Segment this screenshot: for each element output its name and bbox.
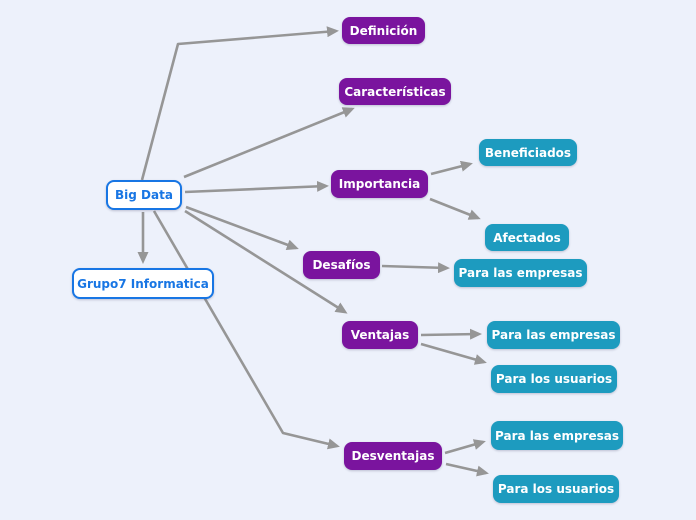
node-label: Beneficiados — [484, 145, 572, 160]
node-label: Importancia — [338, 177, 421, 191]
node-label: Características — [344, 84, 446, 99]
edge-desventajas-usuarios — [445, 462, 489, 477]
edge-desafios-empresas — [381, 262, 450, 274]
node-label: Para los usuarios — [495, 372, 613, 386]
node-label: Definición — [349, 23, 418, 38]
node-beneficiados[interactable]: Beneficiados — [479, 139, 577, 166]
node-label: Ventajas — [350, 328, 410, 342]
edge-bigdata-desventajas — [152, 210, 340, 450]
node-desafios[interactable]: Desafíos — [303, 251, 380, 279]
node-label: Para las empresas — [495, 428, 619, 443]
node-desafios-para-las-empresas[interactable]: Para las empresas — [454, 259, 587, 287]
node-label: Para las empresas — [491, 328, 616, 342]
node-ventajas-para-las-empresas[interactable]: Para las empresas — [487, 321, 620, 349]
node-label: Para las empresas — [458, 266, 583, 280]
edge-importancia-afectados — [429, 197, 481, 220]
node-caracteristicas[interactable]: Características — [339, 78, 451, 105]
edge-desventajas-empresas — [444, 439, 486, 455]
node-label: Big Data — [115, 188, 173, 202]
node-desventajas-para-las-empresas[interactable]: Para las empresas — [491, 421, 623, 450]
node-label: Desafíos — [312, 258, 371, 272]
node-label: Afectados — [493, 230, 561, 245]
node-ventajas[interactable]: Ventajas — [342, 321, 418, 349]
node-big-data[interactable]: Big Data — [106, 180, 182, 210]
edge-bigdata-caracteristicas — [183, 107, 355, 179]
node-label: Para los usuarios — [497, 482, 615, 496]
edge-bigdata-ventajas — [184, 209, 348, 314]
edge-bigdata-definicion — [140, 26, 339, 181]
node-label: Desventajas — [351, 449, 435, 463]
node-desventajas[interactable]: Desventajas — [344, 442, 442, 470]
edge-ventajas-usuarios — [420, 342, 487, 365]
edge-bigdata-desafios — [185, 205, 299, 251]
node-ventajas-para-los-usuarios[interactable]: Para los usuarios — [491, 365, 617, 393]
edge-ventajas-empresas — [420, 328, 482, 340]
node-definicion[interactable]: Definición — [342, 17, 425, 44]
edge-bigdata-importancia — [184, 180, 329, 194]
node-afectados[interactable]: Afectados — [485, 224, 569, 251]
node-grupo7-informatica[interactable]: Grupo7 Informatica — [72, 268, 214, 299]
node-label: Grupo7 Informatica — [77, 276, 209, 291]
node-desventajas-para-los-usuarios[interactable]: Para los usuarios — [493, 475, 619, 503]
edge-importancia-beneficiados — [430, 160, 473, 176]
node-importancia[interactable]: Importancia — [331, 170, 428, 198]
